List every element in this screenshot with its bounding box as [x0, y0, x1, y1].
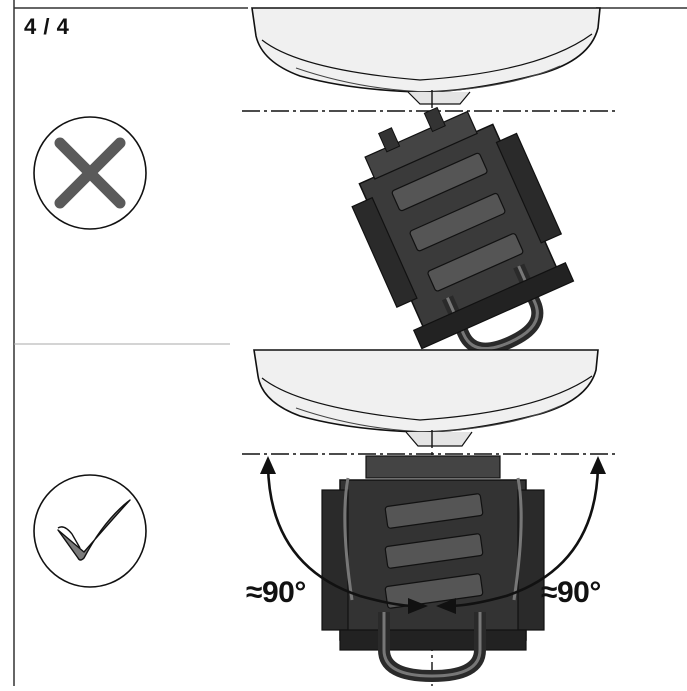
- car-bumper-top: [251, 7, 601, 105]
- angle-label-left: ≈90°: [246, 576, 306, 609]
- x-mark-icon: [33, 116, 147, 230]
- car-bumper-bottom: [253, 349, 599, 447]
- bike-rack-upright: [321, 455, 545, 683]
- bike-rack-rotated: [351, 106, 575, 355]
- wrong-section: [33, 7, 618, 355]
- correct-section: [33, 349, 618, 686]
- page-indicator: 4 / 4: [24, 14, 70, 39]
- rotation-arrows: [260, 456, 606, 614]
- angle-label-right: ≈90°: [541, 576, 601, 609]
- check-mark-icon: [33, 474, 147, 588]
